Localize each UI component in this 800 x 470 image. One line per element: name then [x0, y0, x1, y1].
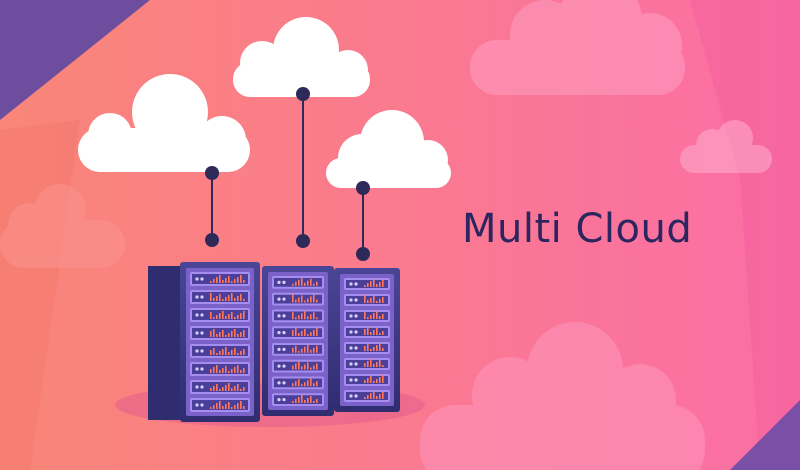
cloud-icon — [78, 74, 250, 172]
corner-shape-bottom-right — [730, 400, 800, 470]
headline: Multi Cloud — [462, 206, 693, 252]
server-rack-icon — [334, 268, 400, 412]
server-rack-icon — [148, 262, 260, 422]
connector-node-icon — [356, 181, 370, 261]
connector-node-icon — [205, 166, 219, 247]
connector-node-icon — [296, 87, 310, 248]
cloud-icon — [233, 17, 370, 97]
cloud-icon — [680, 120, 772, 173]
cloud-icon — [420, 322, 705, 470]
cloud-icon — [0, 184, 125, 268]
cloud-icon — [470, 0, 685, 95]
background-facet-right — [690, 0, 800, 470]
server-rack-icon — [262, 266, 334, 416]
corner-shape-top-left — [0, 0, 150, 120]
cloud-icon — [326, 110, 451, 188]
